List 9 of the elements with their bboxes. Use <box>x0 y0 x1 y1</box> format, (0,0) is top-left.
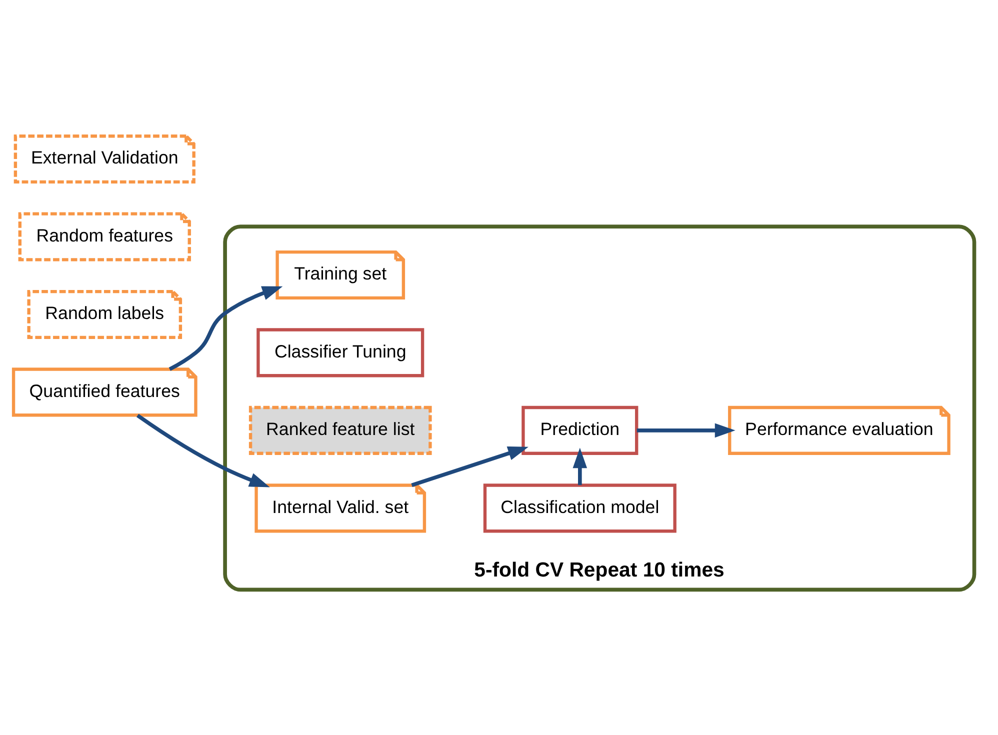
arrow <box>168 286 283 370</box>
arrow <box>572 447 588 485</box>
node-box: Ranked feature list <box>248 405 432 454</box>
arrow <box>636 422 736 438</box>
node-box: Prediction <box>522 405 638 454</box>
node-box: Classification model <box>483 483 676 532</box>
arrow <box>411 446 528 486</box>
arrow <box>136 413 270 487</box>
node-box: Classifier Tuning <box>256 328 424 377</box>
